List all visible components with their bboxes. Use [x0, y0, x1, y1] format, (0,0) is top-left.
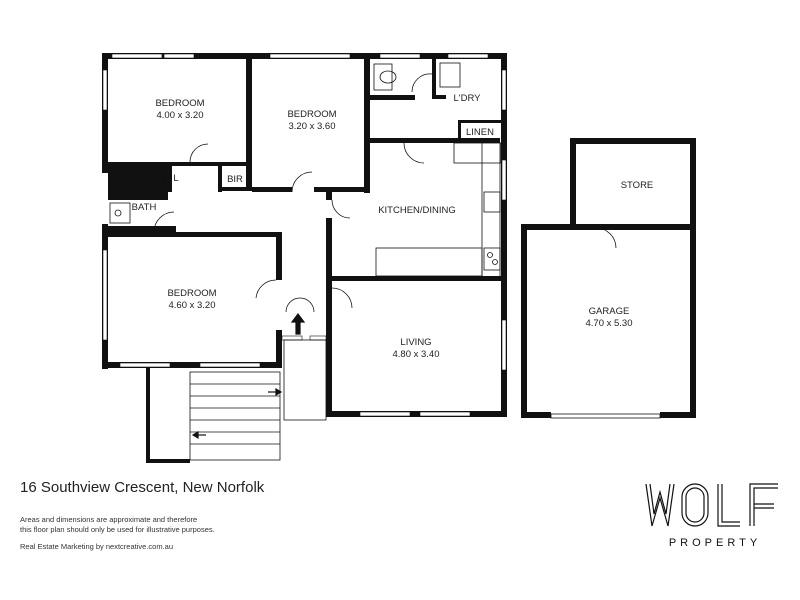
linen-name: LINEN	[466, 127, 494, 138]
bir-name: BIR	[227, 174, 243, 185]
l-name: L	[173, 173, 178, 184]
store-name: STORE	[621, 180, 654, 191]
toilet-icon	[373, 63, 393, 91]
laundry-tub-icon	[439, 62, 461, 88]
wolf-property-logo: PROPERTY	[645, 483, 778, 549]
bedroom2-name: BEDROOM	[287, 109, 336, 120]
kitchen-name: KITCHEN/DINING	[378, 205, 456, 216]
basin-icon	[109, 202, 131, 224]
disclaimer-line-2: this floor plan should only be used for …	[20, 525, 215, 534]
bedroom3-name: BEDROOM	[167, 288, 216, 299]
laundry-name: L'DRY	[454, 93, 482, 104]
bedroom1-name: BEDROOM	[155, 98, 204, 109]
property-address: 16 Southview Crescent, New Norfolk	[20, 479, 265, 496]
stove-icon	[483, 247, 501, 271]
logo-wordmark-graphic	[645, 483, 778, 527]
fixtures	[109, 62, 661, 461]
living-dims: 4.80 x 3.40	[392, 349, 439, 360]
walls	[102, 53, 696, 463]
sink-icon	[483, 191, 501, 213]
bathtub-icon	[111, 169, 165, 193]
bedroom1-dims: 4.00 x 3.20	[156, 110, 203, 121]
garage-dims: 4.70 x 5.30	[585, 318, 632, 329]
disclaimer-line-1: Areas and dimensions are approximate and…	[20, 515, 198, 524]
arrow-right-icon	[275, 387, 283, 397]
room-labels: BEDROOM 4.00 x 3.20 BEDROOM 3.20 x 3.60 …	[132, 93, 654, 360]
disclaimer: Areas and dimensions are approximate and…	[20, 515, 280, 535]
bedroom3-dims: 4.60 x 3.20	[168, 300, 215, 311]
arrow-left-icon	[191, 430, 199, 440]
arrows	[191, 313, 306, 440]
credit-line: Real Estate Marketing by nextcreative.co…	[20, 542, 173, 551]
living-name: LIVING	[400, 337, 431, 348]
garage-name: GARAGE	[589, 306, 630, 317]
bath-name: BATH	[132, 202, 157, 213]
logo-sub: PROPERTY	[669, 537, 761, 549]
entry-arrow-icon	[290, 313, 306, 335]
windows	[102, 53, 507, 417]
bedroom2-dims: 3.20 x 3.60	[288, 121, 335, 132]
